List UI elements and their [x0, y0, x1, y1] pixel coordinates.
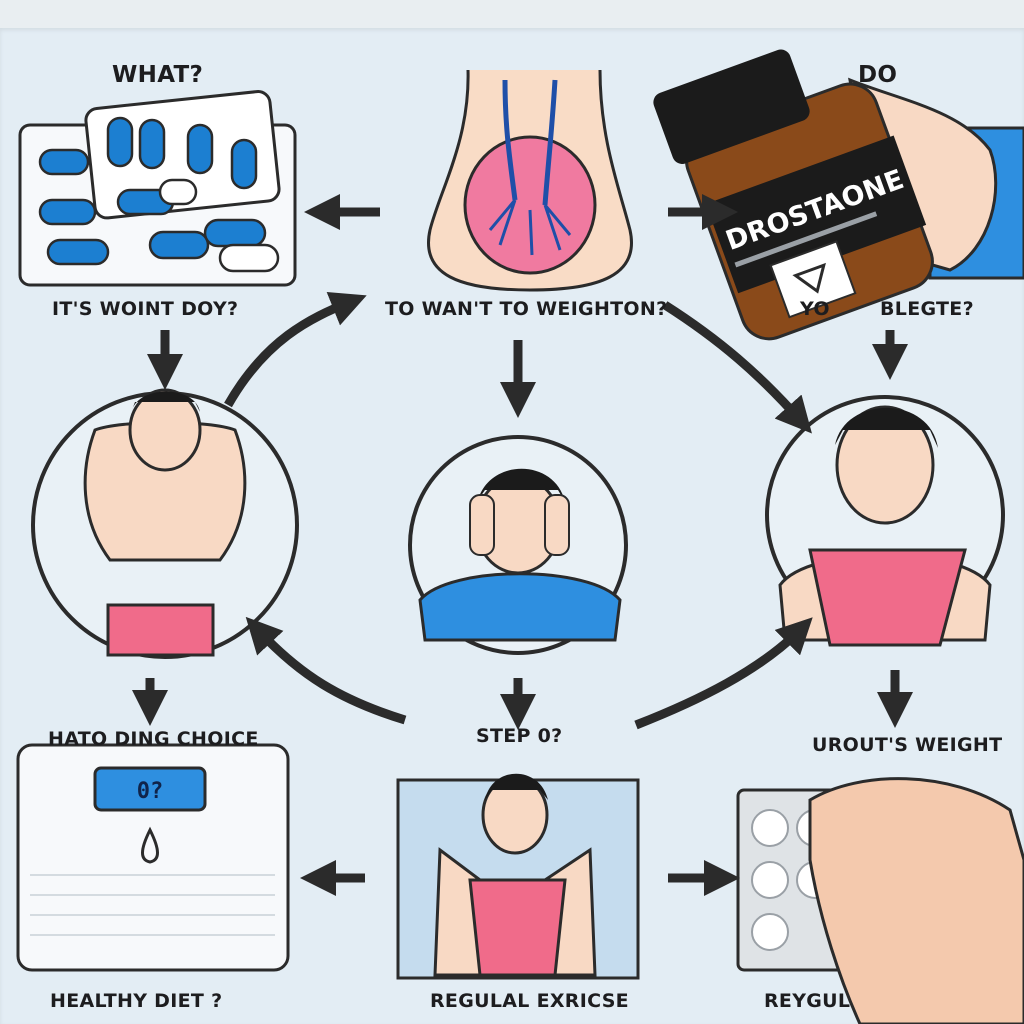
- label-step: STEP 0?: [476, 725, 563, 747]
- hand-holding-bottle: DROSTAONE: [653, 49, 1024, 341]
- circle-muscular-man: [31, 388, 299, 659]
- flexing-man-illustration: [396, 773, 640, 980]
- label-blegte: BLEGTE?: [880, 298, 974, 320]
- label-urouts-weight: UROUT'S WEIGHT: [812, 734, 1003, 756]
- organ-illustration: [427, 69, 633, 292]
- flow-arrows: [132, 194, 913, 896]
- label-what: WHAT?: [112, 62, 204, 88]
- capsule-pack-illustration: [18, 90, 297, 287]
- pill-blister-with-hand: [736, 777, 1024, 1024]
- circle-sad-man: [765, 395, 1005, 647]
- label-to-want-to-weighton: TO WAN'T TO WEIGHTON?: [385, 298, 668, 320]
- label-yo: YO: [800, 298, 830, 320]
- label-reygul: REYGUL: [764, 990, 851, 1012]
- label-healthy-diet: HEALTHY DIET ?: [50, 990, 223, 1012]
- label-hato-ding-choice: HATO DING CHOICE: [48, 728, 259, 750]
- bathroom-scale-illustration: 0?: [16, 743, 290, 972]
- label-its-woint-doy: IT'S WOINT DOY?: [52, 298, 239, 320]
- circle-stressed-man: [408, 435, 628, 655]
- label-do: DO: [858, 62, 898, 88]
- scale-display: 0?: [137, 779, 164, 804]
- label-regulal-exrcise: REGULAL EXRICSE: [430, 990, 629, 1012]
